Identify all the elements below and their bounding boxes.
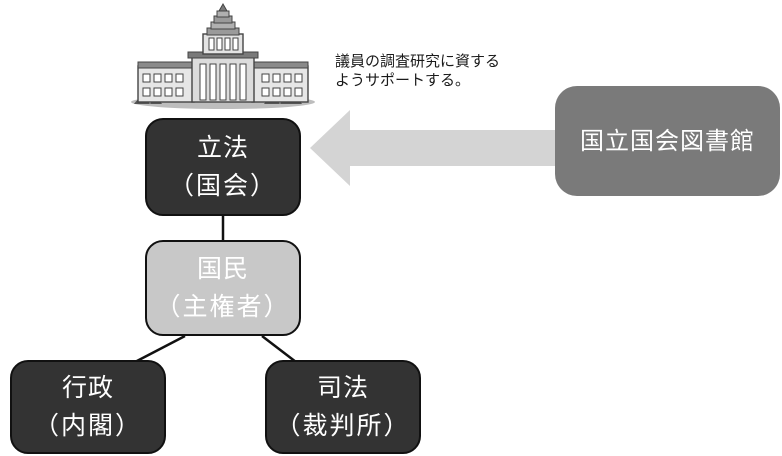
judicial-box: 司法 （裁判所） (265, 360, 421, 454)
support-arrow (310, 110, 555, 186)
judicial-label: 司法 (316, 373, 369, 402)
executive-sublabel: （内閣） (33, 411, 142, 440)
support-note-line-2: ようサポートする。 (335, 71, 471, 89)
executive-box: 行政 （内閣） (10, 360, 166, 454)
executive-label: 行政 (61, 373, 114, 402)
citizens-label: 国民 (196, 254, 249, 283)
legislative-label: 立法 (196, 133, 249, 162)
national-diet-building-icon (131, 2, 315, 109)
legislative-box: 立法 （国会） (145, 118, 301, 216)
connector-citizens-judicial (261, 335, 297, 363)
citizens-sublabel: （主権者） (155, 292, 291, 321)
citizens-box: 国民 （主権者） (145, 240, 301, 336)
connector-citizens-executive (134, 334, 186, 364)
legislative-sublabel: （国会） (168, 171, 277, 200)
support-note: 議員の調査研究に資する ようサポートする。 (335, 52, 500, 90)
judicial-sublabel: （裁判所） (275, 411, 411, 440)
national-diet-library-box: 国立国会図書館 (555, 86, 780, 196)
support-note-line-1: 議員の調査研究に資する (335, 52, 501, 70)
national-diet-library-label: 国立国会図書館 (580, 127, 755, 155)
